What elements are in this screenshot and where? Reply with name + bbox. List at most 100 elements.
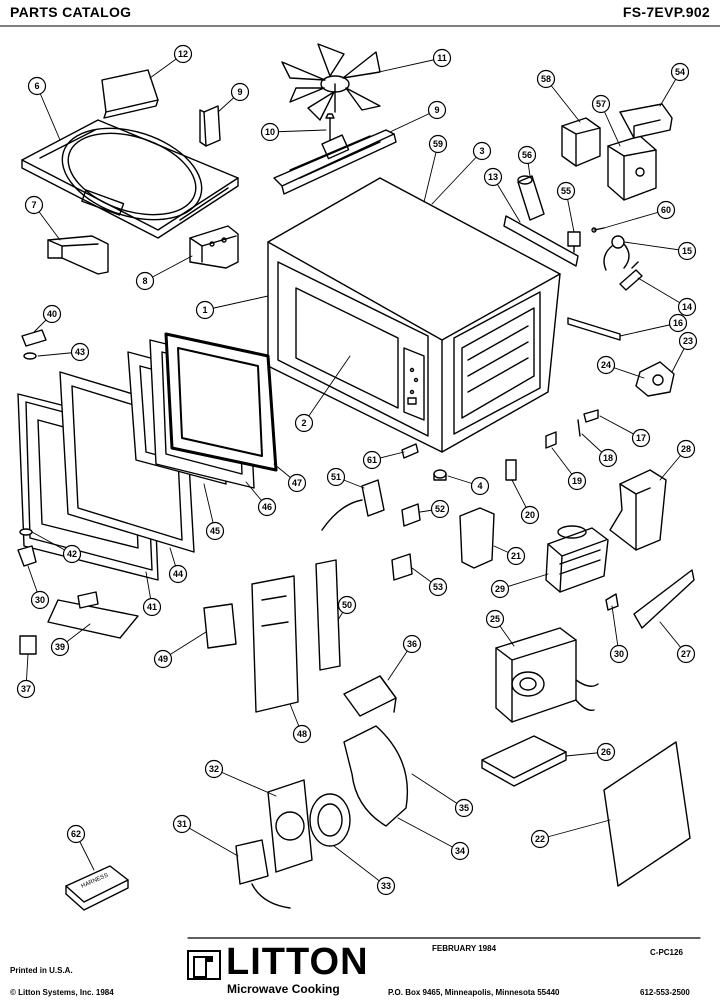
callout-circle: [536, 69, 556, 89]
leader-line-35: [411, 773, 465, 809]
callout-31: 31: [172, 814, 192, 834]
callout-12: 12: [173, 44, 193, 64]
callout-number: 32: [209, 764, 219, 774]
callout-number: 9: [434, 105, 439, 115]
callout-circle: [678, 331, 698, 351]
callout-49: 49: [153, 649, 173, 669]
callout-number: 34: [455, 846, 465, 856]
callout-30: 30: [609, 644, 629, 664]
callout-22: 22: [530, 829, 550, 849]
callout-circle: [260, 122, 280, 142]
callout-number: 41: [147, 602, 157, 612]
callout-number: 61: [367, 455, 377, 465]
callout-4: 4: [470, 476, 490, 496]
part-lamp-14: [619, 261, 643, 291]
part-pin-18: [577, 419, 581, 437]
callout-number: 60: [661, 205, 671, 215]
callout-43: 43: [70, 342, 90, 362]
catalog-title: PARTS CATALOG: [10, 4, 132, 20]
callout-number: 21: [511, 551, 521, 561]
part-cabinet-1: [267, 177, 561, 453]
callout-number: 39: [55, 642, 65, 652]
catalog-date: FEBRUARY 1984: [432, 944, 497, 953]
callout-circle: [430, 499, 450, 519]
callout-circle: [153, 649, 173, 669]
callout-number: 10: [265, 127, 275, 137]
part-washer-43: [23, 352, 37, 360]
callout-number: 53: [433, 582, 443, 592]
leader-line-22: [539, 819, 611, 840]
callout-circle: [470, 476, 490, 496]
callout-circle: [668, 313, 688, 333]
callout-10: 10: [260, 122, 280, 142]
callout-layer: 1269111095931356585754556015147811623244…: [16, 44, 698, 896]
callout-number: 7: [31, 200, 36, 210]
callout-circle: [598, 448, 618, 468]
leader-line-33: [333, 845, 387, 887]
callout-number: 58: [541, 74, 551, 84]
part-bracket-21: [459, 507, 495, 569]
callout-21: 21: [506, 546, 526, 566]
part-foot-61: [401, 443, 419, 459]
part-washer-42: [19, 528, 33, 536]
callout-6: 6: [27, 76, 47, 96]
callout-56: 56: [517, 145, 537, 165]
callout-40: 40: [42, 304, 62, 324]
callout-circle: [362, 450, 382, 470]
part-harness-62: [65, 865, 129, 911]
callout-circle: [596, 355, 616, 375]
callout-circle: [402, 634, 422, 654]
callout-41: 41: [142, 597, 162, 617]
callout-circle: [230, 82, 250, 102]
callout-8: 8: [135, 271, 155, 291]
callout-30: 30: [30, 590, 50, 610]
callout-circle: [596, 742, 616, 762]
leader-line-60: [603, 209, 667, 229]
callout-17: 17: [631, 428, 651, 448]
callout-16: 16: [668, 313, 688, 333]
part-foot-4: [433, 469, 447, 481]
part-bracket-9: [199, 105, 221, 147]
company-address: P.O. Box 9465, Minneapolis, Minnesota 55…: [388, 988, 560, 997]
callout-circle: [427, 100, 447, 120]
part-latch-37: [19, 635, 37, 655]
part-switch-20: [505, 459, 517, 481]
callout-circle: [676, 644, 696, 664]
callout-42: 42: [62, 544, 82, 564]
part-shelf-36: [343, 675, 397, 717]
part-plate-12: [101, 69, 159, 119]
callout-circle: [591, 94, 611, 114]
callout-number: 52: [435, 504, 445, 514]
callout-number: 2: [301, 418, 306, 428]
callout-circle: [62, 544, 82, 564]
part-capacitor-56: [517, 175, 545, 221]
leader-line-14: [637, 277, 688, 308]
callout-3: 3: [472, 141, 492, 161]
part-switch-52: [401, 503, 421, 527]
part-sensor-15: [603, 235, 630, 271]
callout-45: 45: [205, 521, 225, 541]
part-strip-16: [567, 317, 621, 341]
callout-number: 46: [262, 502, 272, 512]
callout-number: 23: [683, 336, 693, 346]
callout-number: 9: [237, 87, 242, 97]
part-latch-40: [21, 329, 47, 347]
callout-circle: [337, 595, 357, 615]
callout-27: 27: [676, 644, 696, 664]
callout-circle: [30, 590, 50, 610]
callout-circle: [292, 724, 312, 744]
part-magnetron-29: [545, 525, 609, 593]
part-bracket-27: [633, 569, 695, 629]
callout-circle: [485, 609, 505, 629]
callout-54: 54: [670, 62, 690, 82]
callout-number: 59: [433, 139, 443, 149]
printed-in: Printed in U.S.A.: [10, 966, 73, 975]
part-strip-50: [315, 559, 341, 671]
part-motor-plate-32: [267, 779, 313, 873]
brand-subtitle: Microwave Cooking: [227, 982, 340, 996]
callout-number: 45: [210, 526, 220, 536]
callout-circle: [168, 564, 188, 584]
callout-57: 57: [591, 94, 611, 114]
part-nut-19: [545, 431, 557, 449]
